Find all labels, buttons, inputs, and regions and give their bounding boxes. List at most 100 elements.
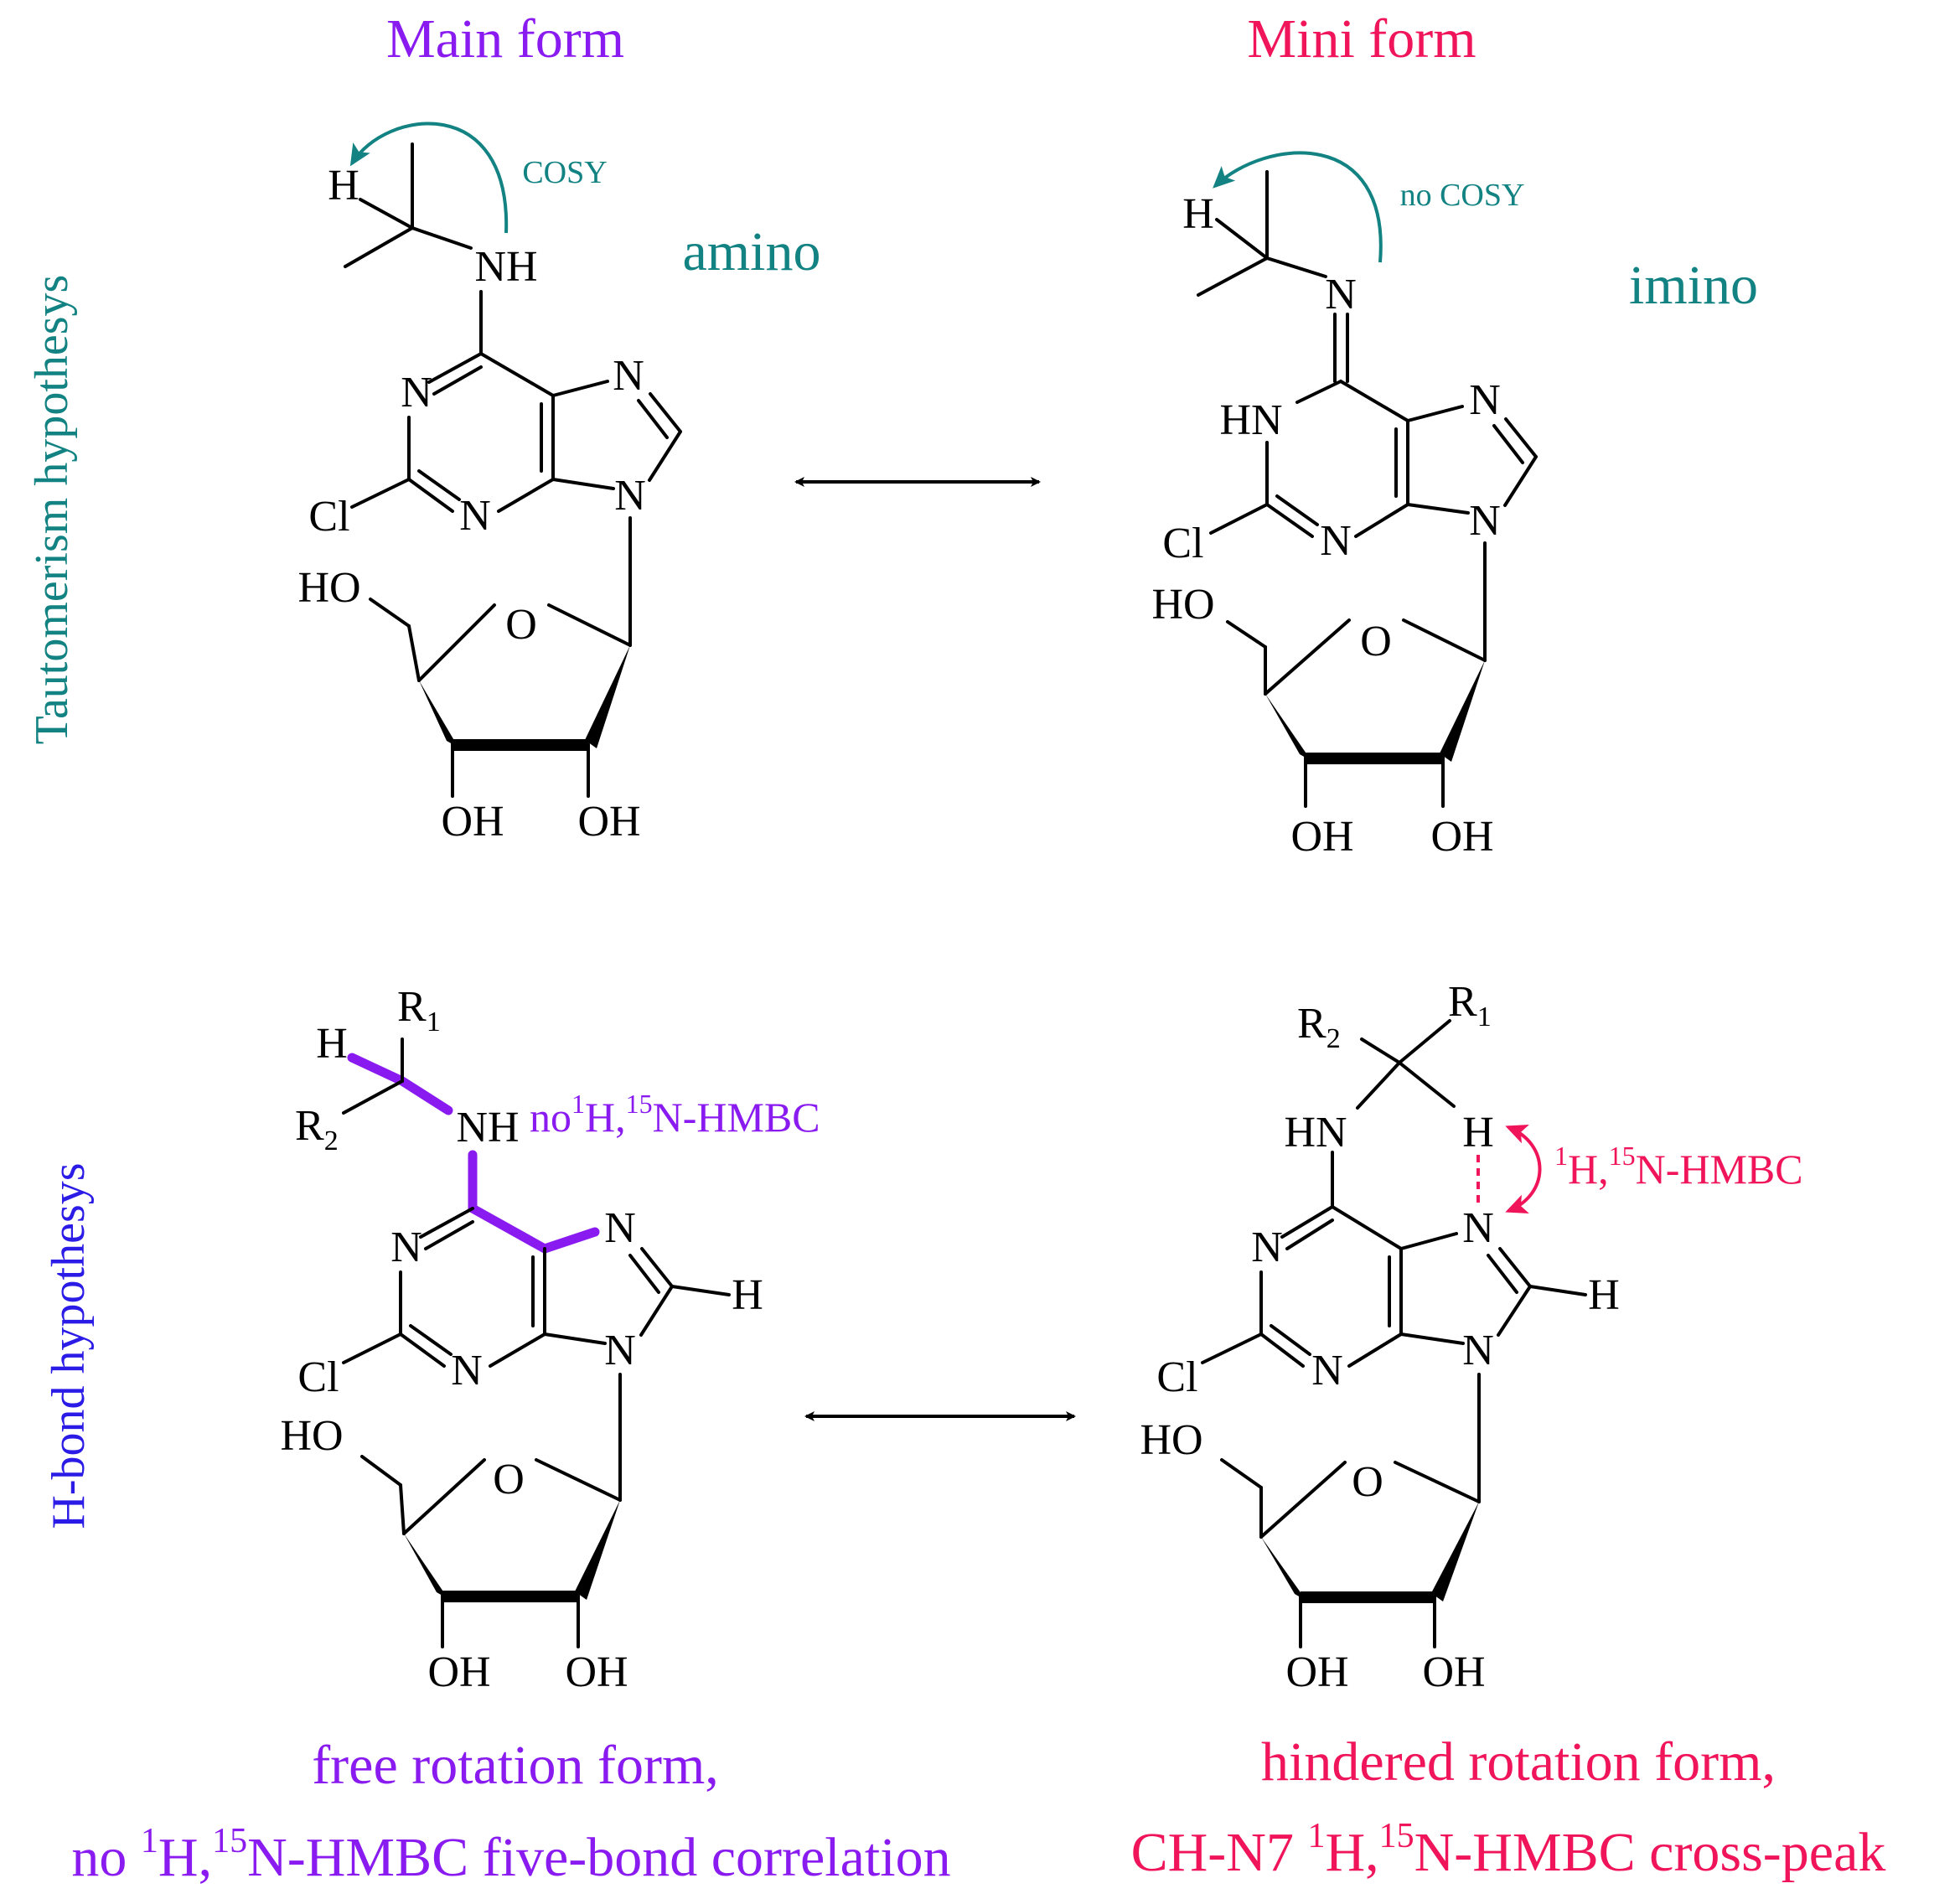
bond (489, 1332, 546, 1368)
bond (1406, 405, 1464, 422)
bond (1492, 424, 1524, 464)
bond (1275, 494, 1319, 526)
bond (360, 1455, 402, 1487)
bond (543, 1332, 607, 1345)
bond (417, 469, 461, 501)
bond (1265, 256, 1327, 278)
atom-label: OH (1430, 813, 1493, 861)
header-mini-form: Mini form (1247, 8, 1476, 70)
bond (1360, 1037, 1401, 1064)
structure-mini-imino: H N HN N N N Cl O HO OH OH (1151, 170, 1538, 861)
atom-label: HN (1219, 396, 1282, 444)
atom-label: OH (427, 1648, 490, 1696)
bond (1402, 618, 1487, 662)
bond (1265, 503, 1314, 538)
bond (1259, 1332, 1305, 1368)
atom-label: N (451, 1347, 483, 1394)
atom-label: OH (1285, 1648, 1348, 1696)
bond (432, 365, 483, 396)
bond (1398, 1019, 1451, 1064)
bond (1347, 1332, 1403, 1368)
bond (1440, 660, 1485, 762)
atom-label: H (1588, 1271, 1620, 1319)
atom-label: N (1469, 497, 1501, 545)
bond (1261, 1537, 1306, 1601)
caption-free-line1: free rotation form, (312, 1735, 719, 1796)
atom-label: NH (456, 1104, 519, 1151)
bond (419, 680, 458, 748)
caption-hindered-line1: hindered rotation form, (1261, 1731, 1776, 1793)
curved-arrow-icon (1213, 151, 1383, 263)
bond (628, 1254, 660, 1294)
amino-label: amino (683, 221, 821, 282)
bond (1503, 455, 1538, 507)
atom-label: R1 (397, 983, 441, 1037)
atom-label: N (1311, 1347, 1343, 1394)
bond (407, 478, 454, 513)
bond (1504, 417, 1538, 458)
imino-label: imino (1629, 255, 1758, 316)
atom-label: N (1320, 517, 1352, 565)
atom-label: HO (280, 1412, 343, 1460)
bond (479, 352, 555, 397)
atom-label: Cl (308, 493, 349, 541)
bond (1487, 1254, 1518, 1294)
atom-label: H (328, 162, 359, 210)
atom-label: N (613, 352, 644, 400)
bond (1295, 380, 1342, 404)
structure-free-rotation: H R1 R2 NH N N N N H Cl O HO OH OH no1H,… (280, 983, 820, 1696)
bond (350, 478, 411, 509)
bond (344, 226, 414, 268)
atom-label: R1 (1448, 978, 1492, 1032)
bond (402, 1458, 486, 1535)
bond (1265, 694, 1311, 761)
atom-label: R2 (1297, 1000, 1341, 1054)
atom-label: HO (1140, 1416, 1202, 1464)
structure-main-amino: H NH N N N N Cl O HO OH OH (297, 142, 682, 846)
bond (1498, 1247, 1532, 1288)
atom-label: N (401, 369, 432, 417)
atom-label: H (1462, 1109, 1494, 1156)
no-cosy-label: no COSY (1400, 178, 1525, 213)
bond (1339, 380, 1409, 422)
bond (424, 1220, 474, 1250)
caption-hindered-line2: CH-N7 1H,15N-HMBC cross-peak (1131, 1817, 1886, 1883)
curved-arrow-icon (349, 122, 509, 234)
bond (1259, 1461, 1347, 1539)
bond (670, 1285, 731, 1296)
bond (1201, 1332, 1263, 1364)
atom-label: N (459, 492, 491, 540)
bond (1394, 1461, 1481, 1503)
atom-label: OH (441, 798, 504, 846)
bond (551, 380, 609, 397)
bond (575, 1500, 620, 1600)
atom-label: NH (474, 243, 537, 291)
bond (1431, 1502, 1479, 1601)
bond (1280, 1205, 1334, 1239)
atom-label: Cl (1156, 1353, 1197, 1401)
bond (535, 1458, 622, 1502)
atom-label: OH (565, 1648, 628, 1696)
bond (1197, 256, 1269, 297)
atom-label: O (493, 1456, 525, 1503)
bond (399, 1332, 446, 1368)
atom-label: N (1462, 1327, 1494, 1374)
atom-label: N (604, 1204, 636, 1252)
atom-label: N (604, 1327, 636, 1374)
bond (640, 1247, 674, 1288)
atom-label: H (732, 1271, 763, 1319)
bond (407, 624, 421, 682)
bond (1406, 503, 1470, 515)
bond (1215, 218, 1269, 260)
atom-label: O (505, 601, 537, 649)
hmbc-label: 1H,15N-HMBC (1554, 1141, 1803, 1193)
bond (427, 352, 483, 384)
atom-label: R2 (295, 1102, 339, 1156)
no-hmbc-label: no1H,15N-HMBC (530, 1089, 820, 1141)
bond (649, 392, 682, 433)
atom-label: N (1325, 271, 1357, 318)
atom-label: N (614, 472, 646, 520)
atom-label: Cl (1162, 520, 1203, 567)
